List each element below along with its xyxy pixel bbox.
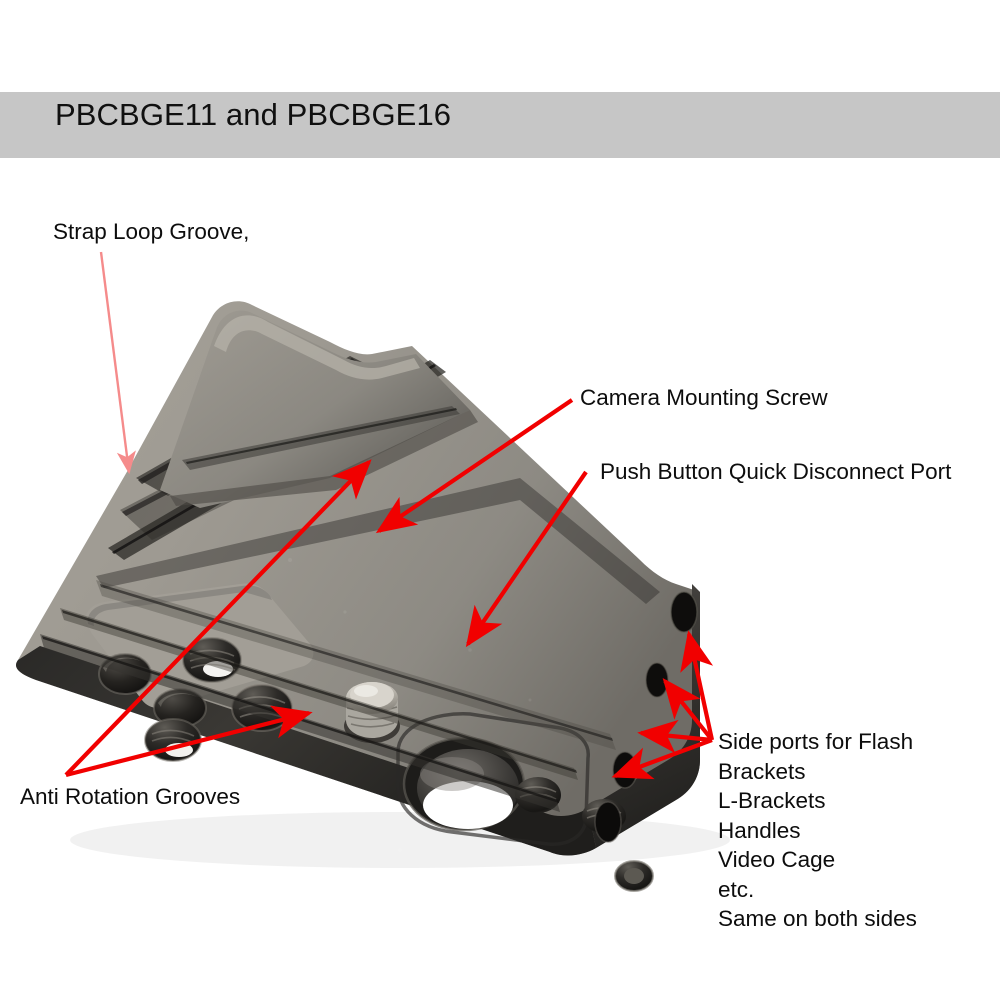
label-push-button-quick-disconnect-port: Push Button Quick Disconnect Port xyxy=(600,459,952,484)
side-ports-line-5: etc. xyxy=(718,876,755,902)
side-port xyxy=(595,802,621,842)
mounting-hole xyxy=(614,860,654,892)
header-bar xyxy=(0,92,1000,158)
mounting-hole xyxy=(144,718,202,762)
page-title: PBCBGE11 and PBCBGE16 xyxy=(55,97,452,132)
side-ports-line-4: Video Cage xyxy=(718,847,836,872)
side-ports-line-3: Handles xyxy=(718,817,801,843)
label-strap-loop-groove: Strap Loop Groove, xyxy=(53,219,250,244)
side-port xyxy=(671,592,697,632)
side-port xyxy=(646,663,668,697)
label-camera-mounting-screw: Camera Mounting Screw xyxy=(580,385,828,410)
side-ports-line-1: Side ports for Flash Brackets xyxy=(718,729,914,784)
label-anti-rotation-grooves: Anti Rotation Grooves xyxy=(20,784,241,809)
side-ports-line-6: Same on both sides xyxy=(718,906,917,931)
label-side-ports-block: Side ports for Flash Brackets L-Brackets… xyxy=(718,727,1000,934)
side-ports-line-2: L-Brackets xyxy=(718,788,826,813)
plate-right-side-wall xyxy=(588,584,700,848)
